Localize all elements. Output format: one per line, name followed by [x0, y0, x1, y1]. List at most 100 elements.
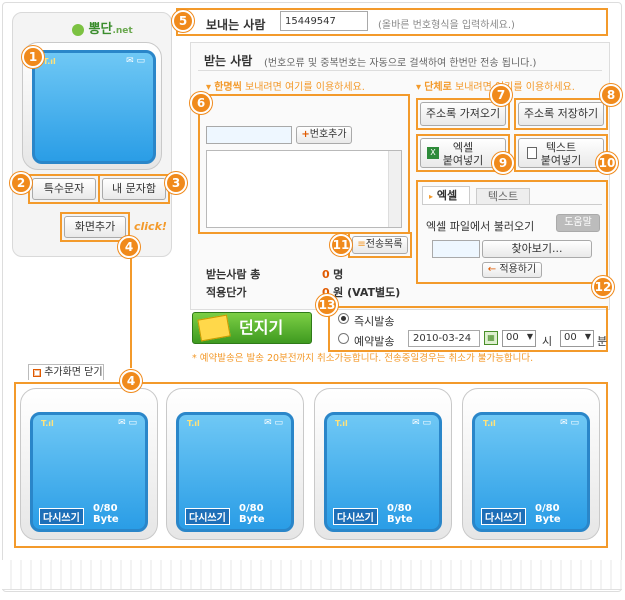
apply-button[interactable]: ← 적용하기	[482, 262, 542, 278]
chevron-down-icon: ▼	[584, 332, 591, 341]
byte-counter: 0/80 Byte	[387, 503, 413, 525]
reserve-send-label: 예약발송	[354, 335, 395, 348]
receiver-title: 받는 사람	[204, 54, 253, 68]
byte-counter: 0/80 Byte	[93, 503, 119, 525]
single-send-hint: ▾ 한명씩 보내려면 여기를 이용하세요.	[206, 82, 365, 93]
sender-number-input[interactable]	[280, 11, 368, 31]
badge-6: 6	[190, 92, 212, 114]
receiver-note: (번호오류 및 중복번호는 자동으로 걸색하여 한번만 전송 됩니다.)	[264, 58, 537, 69]
tab-text[interactable]: 텍스트	[476, 188, 530, 204]
immediate-send-radio[interactable]	[338, 313, 349, 324]
badge-3: 3	[165, 172, 187, 194]
excel-load-label: 엑셀 파일에서 불러오기	[426, 220, 535, 233]
hour-select[interactable]: 00▼	[502, 330, 536, 347]
byte-counter: 0/80 Byte	[535, 503, 561, 525]
throw-button[interactable]: 던지기	[192, 312, 312, 344]
badge-7: 7	[490, 84, 512, 106]
minute-select[interactable]: 00▼	[560, 330, 594, 347]
badge-5: 5	[172, 10, 194, 32]
signal-icon: T.ıl	[43, 57, 56, 66]
signal-icon: T.ıl	[483, 419, 496, 428]
connector-line	[130, 258, 132, 368]
list-icon: ≡	[357, 239, 366, 250]
browse-button[interactable]: 찾아보기...	[482, 240, 592, 258]
highlight-3	[98, 174, 170, 204]
status-icons: ✉ ▭	[412, 418, 431, 428]
highlight-2	[28, 174, 100, 204]
chevron-down-icon: ▼	[526, 332, 533, 341]
total-value: 0 명	[322, 268, 344, 281]
sender-hint: (올바른 번호형식을 입력하세요.)	[378, 20, 515, 31]
calendar-icon[interactable]: ▦	[484, 331, 498, 345]
price-value: 0 원 (VAT별도)	[322, 286, 401, 299]
highlight-11	[348, 232, 412, 258]
address-book-save-button[interactable]: 주소록 저장하기	[518, 102, 604, 126]
my-message-box-button[interactable]: 내 문자함	[102, 178, 166, 200]
excel-file-path-input[interactable]	[432, 240, 480, 258]
highlight-4-bottom	[14, 382, 608, 548]
total-label: 받는사람 총	[206, 268, 261, 281]
badge-12: 12	[592, 276, 614, 298]
send-list-button[interactable]: ≡전송목록	[352, 236, 408, 254]
rewrite-button[interactable]: 다시쓰기	[185, 508, 230, 525]
extra-phone-2-screen[interactable]: T.ıl ✉ ▭ 다시쓰기 0/80 Byte	[176, 412, 294, 532]
highlight-13	[328, 306, 608, 352]
minute-unit: 분	[597, 335, 608, 348]
rewrite-button[interactable]: 다시쓰기	[39, 508, 84, 525]
badge-2: 2	[10, 172, 32, 194]
signal-icon: T.ıl	[41, 419, 54, 428]
single-number-input[interactable]	[206, 126, 292, 144]
arrow-left-icon: ←	[487, 264, 497, 275]
tab-excel[interactable]: ▸ 엑셀	[422, 186, 470, 204]
rewrite-button[interactable]: 다시쓰기	[333, 508, 378, 525]
rewrite-button[interactable]: 다시쓰기	[481, 508, 526, 525]
signal-icon: T.ıl	[187, 419, 200, 428]
signal-icon: T.ıl	[335, 419, 348, 428]
badge-4-bottom: 4	[120, 370, 142, 392]
highlight-6	[198, 94, 410, 234]
address-book-load-button[interactable]: 주소록 가져오기	[420, 102, 506, 126]
reserve-notice: * 예약발송은 발송 20분전까지 취소가능합니다. 전송중일경우는 취소가 불…	[192, 353, 534, 364]
close-extra-screens-tab[interactable]: □ 추가화면 닫기	[28, 364, 104, 380]
highlight-7	[416, 98, 510, 130]
number-list-scrollbar[interactable]	[388, 151, 401, 227]
highlight-8	[514, 98, 608, 130]
badge-1: 1	[22, 46, 44, 68]
envelope-icon	[197, 314, 231, 342]
special-chars-button[interactable]: 특수문자	[32, 178, 96, 200]
help-button[interactable]: 도움말	[556, 214, 600, 232]
add-screen-button[interactable]: 화면추가	[64, 216, 126, 238]
extra-phone-1-screen[interactable]: T.ıl✉ ▭ 다시쓰기 0/80 Byte	[30, 412, 148, 532]
sender-label: 보내는 사람	[206, 18, 266, 32]
highlight-10	[514, 134, 608, 172]
tab-divider	[422, 204, 602, 205]
extra-phone-4-screen[interactable]: T.ıl✉ ▭ 다시쓰기 0/80 Byte	[472, 412, 590, 532]
hour-unit: 시	[542, 335, 553, 348]
highlight-4-top	[60, 212, 130, 242]
text-file-icon	[527, 147, 537, 159]
badge-8: 8	[600, 84, 622, 106]
click-text: click!	[134, 220, 167, 233]
excel-icon: X	[427, 147, 439, 159]
badge-10: 10	[596, 152, 618, 174]
badge-11: 11	[330, 234, 352, 256]
price-label: 적용단가	[206, 286, 247, 299]
highlight-12	[416, 180, 608, 284]
extra-phone-3-screen[interactable]: T.ıl ✉ ▭ 다시쓰기 0/80 Byte	[324, 412, 442, 532]
number-list-box[interactable]	[206, 150, 402, 228]
close-icon: □	[33, 369, 41, 377]
byte-counter: 0/80 Byte	[239, 503, 265, 525]
status-icons: ✉ ▭	[264, 418, 283, 428]
badge-4-top: 4	[118, 236, 140, 258]
bulk-send-hint: ▾ 단체로 보내려면 여기를 이용하세요.	[416, 82, 575, 93]
reserve-send-radio[interactable]	[338, 333, 349, 344]
status-icons: ✉ ▭	[126, 56, 145, 66]
badge-9: 9	[492, 152, 514, 174]
immediate-send-label: 즉시발송	[354, 315, 395, 328]
add-number-button[interactable]: +번호추가	[296, 126, 352, 144]
reserve-date-input[interactable]	[408, 330, 480, 347]
receiver-divider	[198, 70, 602, 71]
main-message-screen[interactable]: T.ıl ✉ ▭	[32, 50, 156, 164]
